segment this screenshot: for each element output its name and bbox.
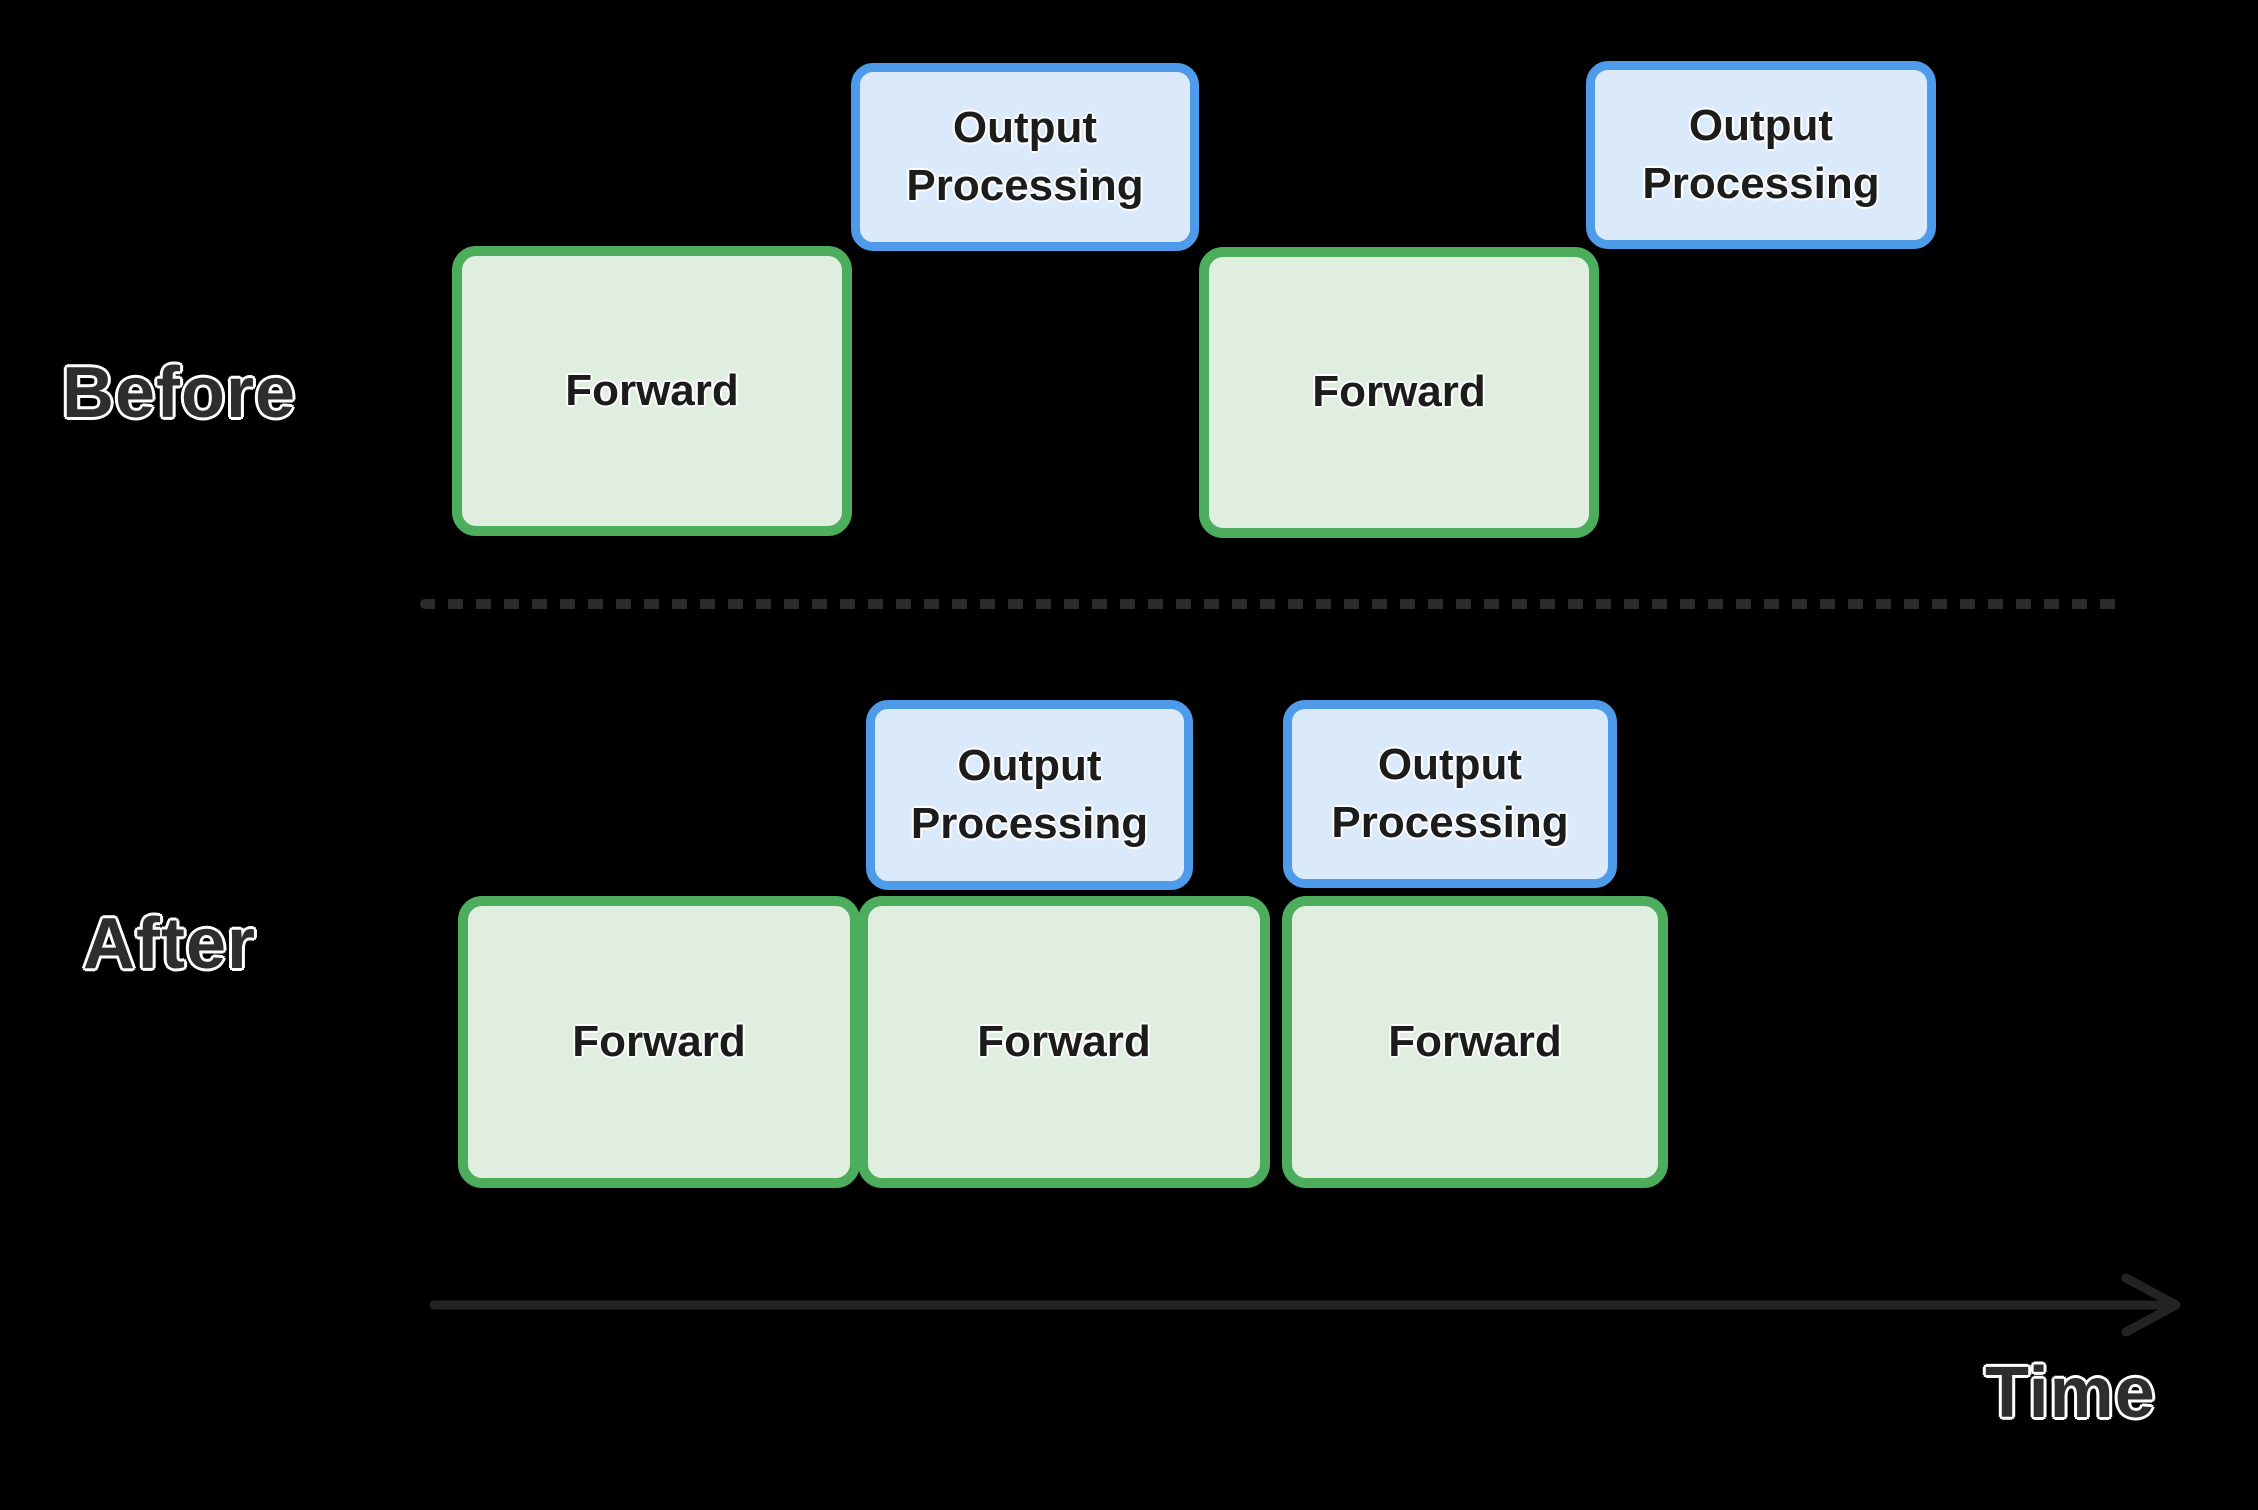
after-output-processing-box-1-label: Output Processing: [910, 740, 1149, 848]
dashed-divider: [420, 599, 2126, 609]
before-section-label: Before: [62, 353, 297, 433]
time-axis-arrow-icon: [429, 1273, 2181, 1337]
time-axis-label: Time: [1985, 1353, 2156, 1433]
after-forward-box-1-label: Forward: [572, 1016, 746, 1066]
after-forward-box-2: Forward: [858, 896, 1270, 1188]
after-forward-box-3-label: Forward: [1388, 1016, 1562, 1066]
before-output-processing-box-1-label: Output Processing: [906, 102, 1144, 210]
before-output-processing-box-1: Output Processing: [851, 63, 1199, 251]
after-forward-box-2-label: Forward: [977, 1016, 1151, 1066]
after-output-processing-box-2-label: Output Processing: [1331, 739, 1569, 847]
before-forward-box-1: Forward: [452, 246, 852, 536]
after-forward-box-3: Forward: [1282, 896, 1668, 1188]
after-forward-box-1: Forward: [458, 896, 860, 1188]
before-output-processing-box-2-label: Output Processing: [1642, 100, 1880, 208]
before-forward-box-1-label: Forward: [565, 365, 739, 415]
after-output-processing-box-1: Output Processing: [866, 700, 1193, 890]
after-output-processing-box-2: Output Processing: [1283, 700, 1617, 888]
before-output-processing-box-2: Output Processing: [1586, 61, 1936, 249]
before-forward-box-2: Forward: [1199, 247, 1599, 538]
before-forward-box-2-label: Forward: [1312, 367, 1486, 417]
after-section-label: After: [83, 904, 257, 984]
